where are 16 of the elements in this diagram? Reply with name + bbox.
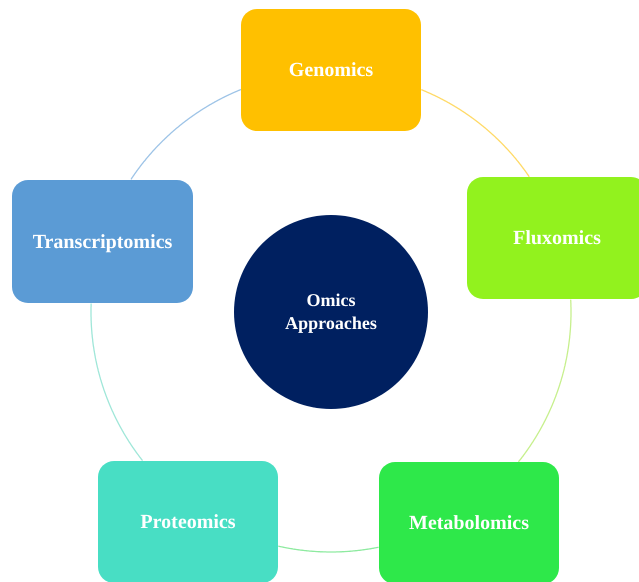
- connector-arc: [518, 300, 572, 462]
- node-label: Fluxomics: [513, 226, 601, 251]
- connector-arc: [130, 88, 242, 180]
- node-label: Transcriptomics: [32, 230, 172, 254]
- node-label: Genomics: [288, 58, 374, 83]
- category-box: [98, 461, 278, 582]
- category-box: [379, 462, 559, 582]
- node-label: Metabolomics: [409, 511, 529, 536]
- category-box: [241, 9, 421, 131]
- connector-arc: [90, 304, 144, 461]
- category-box: [12, 180, 193, 303]
- connector-arc: [278, 546, 379, 553]
- node-label: Omics Approaches: [284, 288, 378, 335]
- connector-arc: [421, 89, 530, 178]
- category-box: [467, 177, 639, 299]
- node-label: Proteomics: [140, 510, 236, 535]
